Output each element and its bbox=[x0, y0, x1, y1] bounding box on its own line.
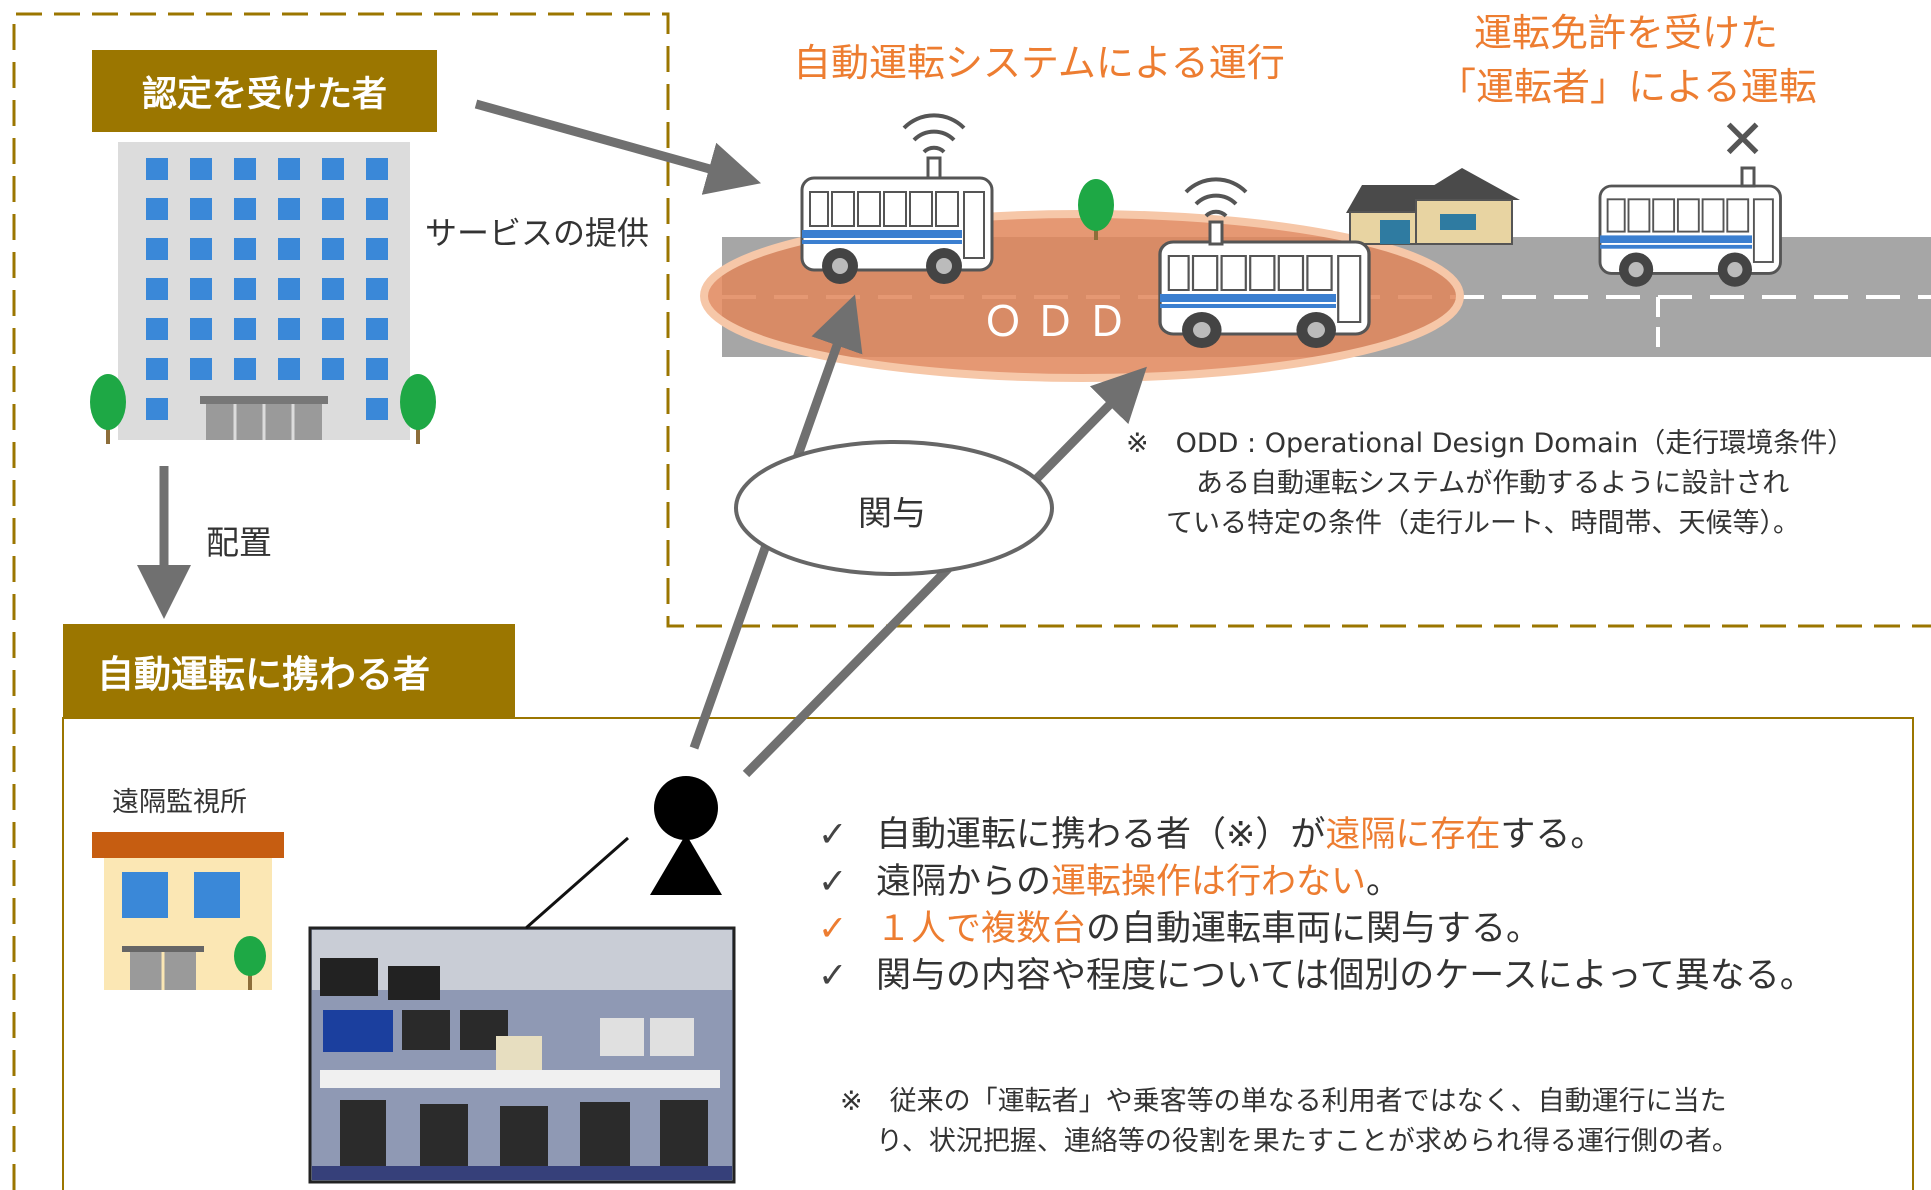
checklist-text: 自動運転に携わる者（※）が bbox=[876, 815, 1326, 855]
check-icon: ✓ bbox=[818, 909, 848, 949]
autonomous-bus-icon bbox=[1158, 240, 1371, 350]
checklist-item: ✓ １人で複数台の自動運転車両に関与する。 bbox=[818, 906, 1815, 953]
lower-frame bbox=[62, 717, 1914, 1190]
checklist-item: ✓ 自動運転に携わる者（※）が遠隔に存在する。 bbox=[818, 812, 1815, 859]
footnote: ※ 従来の「運転者」や乗客等の単なる利用者ではなく、自動運行に当た り、状況把握… bbox=[840, 1082, 1739, 1162]
footnote-line2: り、状況把握、連絡等の役割を果たすことが求められ得る運行側の者。 bbox=[876, 1126, 1739, 1157]
involvement-arrow bbox=[742, 366, 1147, 778]
footnote-line1: ※ 従来の「運転者」や乗客等の単なる利用者ではなく、自動運行に当た bbox=[840, 1086, 1727, 1117]
checklist-text: の自動運転車両に関与する。 bbox=[1086, 909, 1542, 949]
tree-icon bbox=[90, 374, 126, 444]
involved-header-box: 自動運転に携わる者 bbox=[63, 624, 515, 718]
remote-station-label: 遠隔監視所 bbox=[112, 787, 247, 818]
remote-station-icon bbox=[92, 832, 284, 990]
checklist-text: 遠隔からの bbox=[876, 862, 1052, 902]
cross-icon: ✕ bbox=[1720, 108, 1766, 171]
check-icon: ✓ bbox=[818, 815, 848, 855]
involved-header: 自動運転に携わる者 bbox=[97, 653, 430, 696]
odd-note-line2: ある自動運転システムが作動するように設計され bbox=[1196, 468, 1790, 499]
check-icon: ✓ bbox=[818, 956, 848, 996]
involvement-label: 関与 bbox=[858, 494, 926, 534]
house-icon bbox=[1346, 168, 1520, 245]
dashed-frame bbox=[12, 12, 1931, 1190]
service-arrow bbox=[474, 99, 762, 195]
certified-label-box: 認定を受けた者 bbox=[92, 50, 437, 132]
tree-icon bbox=[1078, 179, 1114, 240]
checklist-text: 関与の内容や程度については個別のケースによって異なる。 bbox=[876, 956, 1815, 996]
odd-note-line1: ※ ODD : Operational Design Domain（走行環境条件… bbox=[1126, 428, 1855, 459]
service-label: サービスの提供 bbox=[425, 214, 650, 252]
tree-icon bbox=[400, 374, 436, 444]
checklist-item: ✓ 関与の内容や程度については個別のケースによって異なる。 bbox=[818, 953, 1815, 1000]
checklist-highlight: 運転操作は行わない bbox=[1051, 862, 1367, 902]
wifi-icon bbox=[1184, 177, 1248, 246]
driver-title-line2: 「運転者」による運転 bbox=[1438, 65, 1817, 109]
driver-bus-icon bbox=[1598, 184, 1782, 289]
involvement-ellipse bbox=[734, 440, 1054, 576]
checklist-highlight: １人で複数台 bbox=[876, 909, 1087, 949]
checklist-text: する。 bbox=[1500, 815, 1606, 855]
auto-operation-title: 自動運転システムによる運行 bbox=[793, 41, 1285, 85]
person-icon bbox=[650, 776, 722, 895]
autonomous-bus-icon bbox=[800, 176, 994, 286]
control-room-photo bbox=[308, 926, 736, 1184]
checklist: ✓ 自動運転に携わる者（※）が遠隔に存在する。 ✓ 遠隔からの運転操作は行わない。 ✓ １… bbox=[818, 812, 1815, 1000]
driver-title-line1: 運転免許を受けた bbox=[1474, 11, 1779, 55]
deploy-label: 配置 bbox=[206, 523, 272, 562]
odd-note: ※ ODD : Operational Design Domain（走行環境条件… bbox=[1126, 424, 1854, 544]
odd-label: ＯＤＤ bbox=[982, 297, 1139, 346]
check-icon: ✓ bbox=[818, 862, 848, 902]
building-icon bbox=[118, 142, 410, 440]
checklist-highlight: 遠隔に存在 bbox=[1325, 815, 1501, 855]
wifi-icon bbox=[902, 113, 966, 180]
certified-label: 認定を受けた者 bbox=[141, 74, 387, 115]
tree-icon bbox=[234, 936, 266, 990]
odd-note-line3: ている特定の条件（走行ルート、時間帯、天候等）。 bbox=[1166, 508, 1800, 539]
checklist-text: 。 bbox=[1366, 862, 1402, 902]
checklist-item: ✓ 遠隔からの運転操作は行わない。 bbox=[818, 859, 1815, 906]
